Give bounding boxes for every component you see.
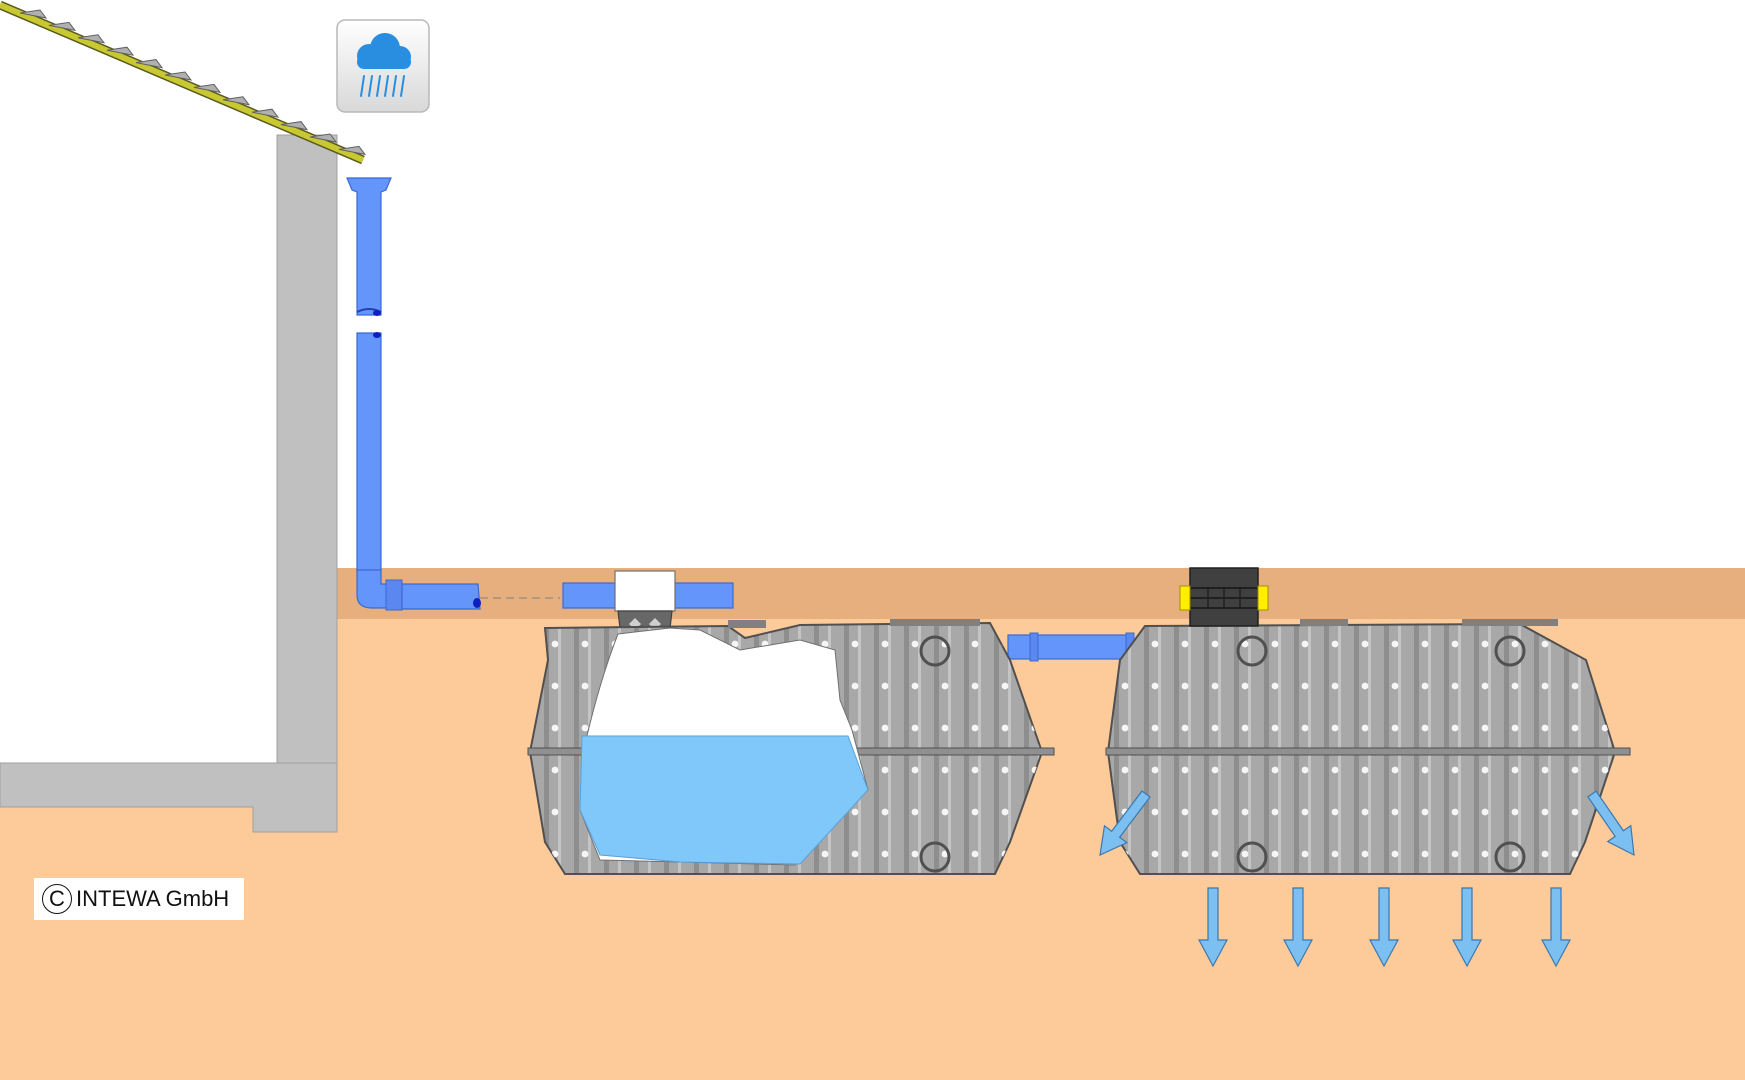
infiltration-arrow	[1587, 790, 1635, 857]
copyright-label: C INTEWA GmbH	[34, 878, 244, 920]
infiltration-arrow	[1368, 887, 1400, 968]
roof-tile	[338, 145, 367, 156]
connecting-pipe	[1007, 632, 1135, 662]
roof-tiles	[19, 9, 367, 156]
infiltration-arrow	[1540, 887, 1572, 968]
storage-tank	[527, 619, 1055, 875]
copyright-symbol: C	[42, 884, 72, 914]
house-interior	[0, 0, 277, 763]
roof-tile	[251, 108, 280, 118]
roof-tile	[193, 83, 222, 94]
roof-tile	[48, 21, 77, 32]
topsoil-layer	[337, 568, 1745, 619]
house-wall	[276, 134, 338, 766]
infiltration-arrows	[1099, 790, 1635, 968]
roof-tile	[164, 71, 193, 81]
rain-cloud-icon	[336, 19, 430, 113]
downpipe	[346, 177, 560, 611]
infiltration-arrow	[1099, 790, 1151, 857]
roof-tile	[19, 9, 48, 19]
infiltration-arrow	[1197, 887, 1229, 968]
roof-tile	[135, 59, 164, 69]
copyright-holder: INTEWA GmbH	[76, 886, 230, 911]
roof-tile	[222, 96, 251, 106]
stored-water	[579, 735, 869, 865]
infiltration-tank	[1105, 567, 1631, 875]
roof-tile	[77, 34, 106, 44]
infiltration-arrow	[1282, 887, 1314, 968]
house-foundation	[0, 762, 338, 833]
roof-tile	[106, 46, 135, 56]
house-building	[0, 0, 367, 833]
roof-tile	[309, 133, 338, 143]
infiltration-arrow	[1451, 887, 1483, 968]
roof-tile	[280, 121, 309, 131]
tank-access-shaft	[1179, 567, 1269, 627]
roof	[0, 0, 367, 165]
